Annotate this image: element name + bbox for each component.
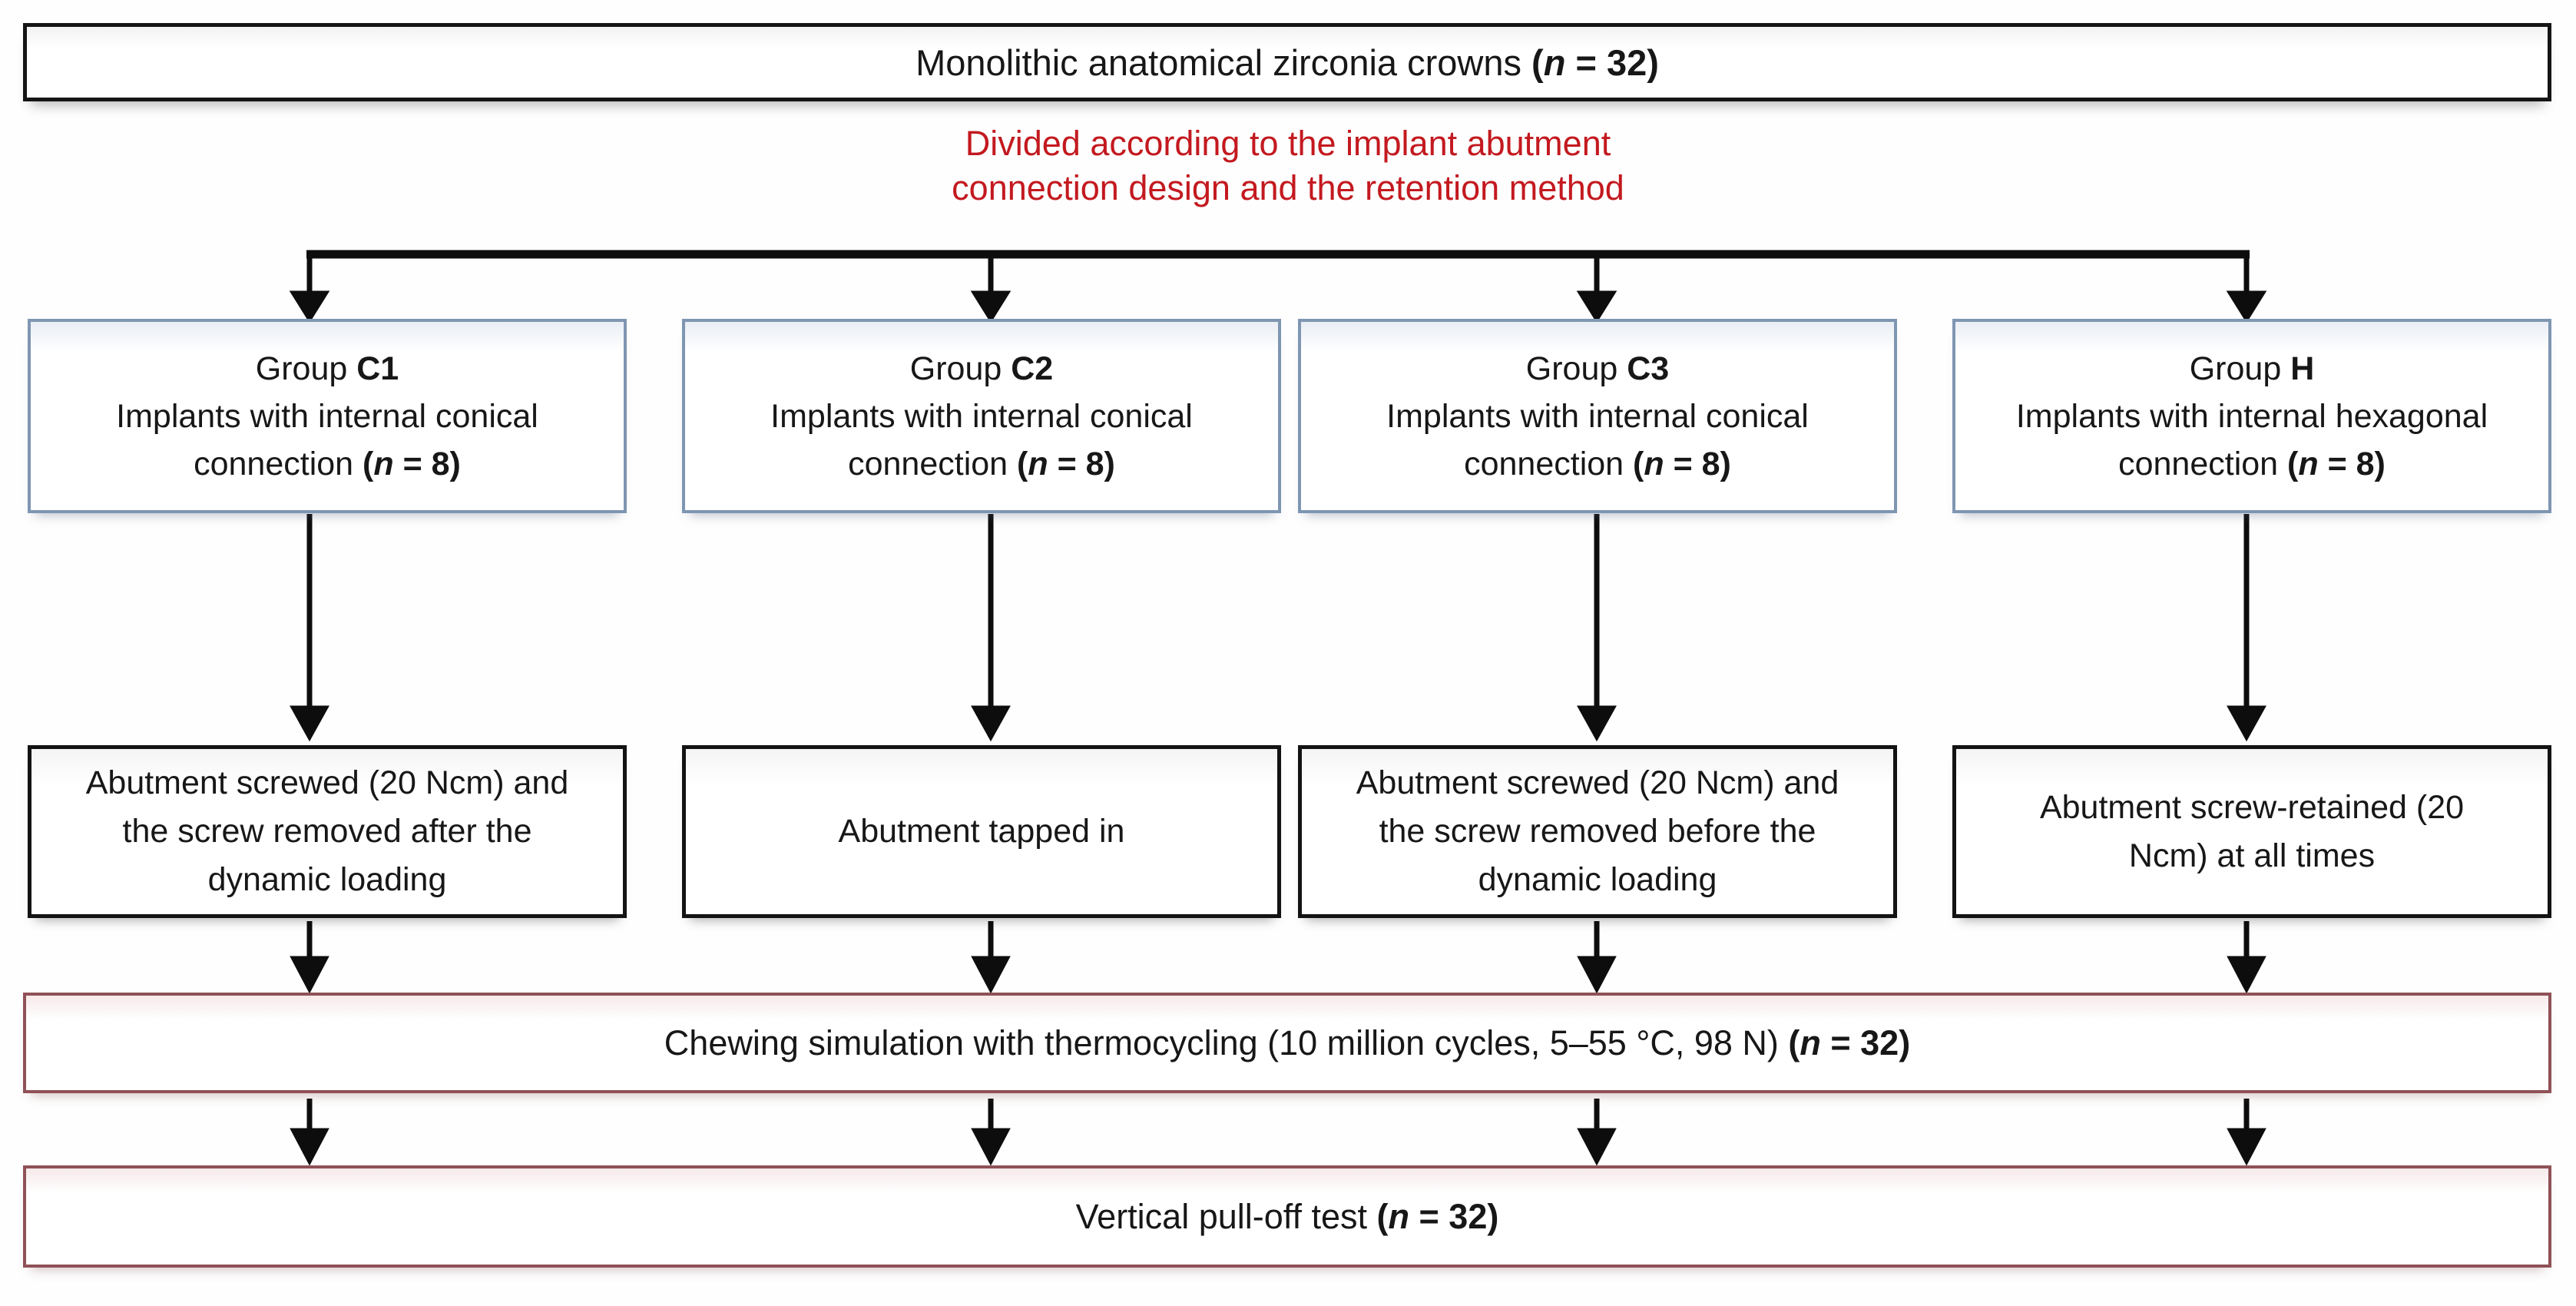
treatment-box-c3: Abutment screwed (20 Ncm) and the screw … bbox=[1298, 745, 1897, 918]
split-note: Divided according to the implant abutmen… bbox=[0, 121, 2576, 210]
group-desc-line2: connection (n = 8) bbox=[2118, 445, 2386, 482]
arrow-head bbox=[970, 290, 1012, 323]
group-sample-size: (n = 8) bbox=[1017, 445, 1115, 482]
note-line-1: Divided according to the implant abutmen… bbox=[965, 124, 1611, 163]
pulloff-text: Vertical pull-off test (n = 32) bbox=[1075, 1196, 1499, 1236]
arrow-head bbox=[2227, 956, 2266, 994]
top-drop-arrows bbox=[289, 254, 2267, 323]
arrow-head bbox=[290, 705, 329, 742]
treatment-line: Abutment screwed (20 Ncm) and bbox=[85, 764, 569, 801]
arrow-head bbox=[1577, 956, 1617, 994]
group-desc-line1: Implants with internal conical bbox=[1386, 397, 1809, 435]
group-title: Group H bbox=[2189, 350, 2315, 387]
group-desc-line2: connection (n = 8) bbox=[848, 445, 1115, 482]
treatment-line: dynamic loading bbox=[207, 861, 447, 898]
treatment-line: Abutment screwed (20 Ncm) and bbox=[1356, 764, 1839, 801]
treatment-box-c2: Abutment tapped in bbox=[682, 745, 1281, 918]
group-box-c1: Group C1 Implants with internal conical … bbox=[28, 319, 627, 513]
note-line-2: connection design and the retention meth… bbox=[952, 168, 1624, 207]
group-box-h: Group H Implants with internal hexagonal… bbox=[1952, 319, 2551, 513]
treatment-to-chewing-arrows bbox=[290, 921, 2266, 994]
group-sample-size: (n = 8) bbox=[2287, 445, 2386, 482]
arrow-head bbox=[971, 1128, 1011, 1166]
arrow-head bbox=[2227, 705, 2266, 742]
treatment-line: the screw removed after the bbox=[122, 813, 532, 850]
chewing-simulation-box: Chewing simulation with thermocycling (1… bbox=[23, 993, 2551, 1093]
treatment-box-c1: Abutment screwed (20 Ncm) and the screw … bbox=[28, 745, 627, 918]
group-to-treatment-arrows bbox=[290, 514, 2266, 742]
chewing-to-pulloff-arrows bbox=[290, 1099, 2266, 1166]
arrow-head bbox=[971, 956, 1011, 994]
arrow-head bbox=[290, 956, 329, 994]
group-code: C3 bbox=[1627, 350, 1670, 387]
group-title: Group C1 bbox=[255, 350, 399, 387]
group-title: Group C2 bbox=[909, 350, 1054, 387]
group-desc-line2: connection (n = 8) bbox=[194, 445, 461, 482]
treatment-line: Ncm) at all times bbox=[2128, 837, 2376, 874]
arrow-head bbox=[2226, 290, 2267, 323]
arrow-head bbox=[1577, 705, 1617, 742]
group-code: C2 bbox=[1011, 350, 1054, 387]
treatment-line: Abutment tapped in bbox=[838, 813, 1125, 850]
arrow-head bbox=[1576, 290, 1617, 323]
treatment-box-h: Abutment screw-retained (20 Ncm) at all … bbox=[1952, 745, 2551, 918]
arrow-head bbox=[1577, 1128, 1617, 1166]
group-title: Group C3 bbox=[1525, 350, 1670, 387]
group-code: C1 bbox=[356, 350, 399, 387]
group-code: H bbox=[2290, 350, 2315, 387]
treatment-line: the screw removed before the bbox=[1379, 813, 1816, 850]
chewing-text: Chewing simulation with thermocycling (1… bbox=[664, 1023, 1911, 1062]
group-box-c2: Group C2 Implants with internal conical … bbox=[682, 319, 1281, 513]
pulloff-sample-size: (n = 32) bbox=[1376, 1196, 1499, 1236]
arrow-head bbox=[289, 290, 330, 323]
treatment-line: Abutment screw-retained (20 bbox=[2039, 788, 2465, 826]
group-box-c3: Group C3 Implants with internal conical … bbox=[1298, 319, 1897, 513]
group-desc-line1: Implants with internal hexagonal bbox=[2015, 397, 2488, 435]
group-sample-size: (n = 8) bbox=[363, 445, 461, 482]
group-desc-line1: Implants with internal conical bbox=[770, 397, 1193, 435]
treatment-line: dynamic loading bbox=[1478, 861, 1717, 898]
title-sample-size: (n = 32) bbox=[1531, 41, 1659, 83]
group-sample-size: (n = 8) bbox=[1633, 445, 1731, 482]
arrow-head bbox=[2227, 1128, 2266, 1166]
title-text-main: Monolithic anatomical zirconia crowns bbox=[916, 41, 1532, 83]
title-box: Monolithic anatomical zirconia crowns (n… bbox=[23, 23, 2551, 101]
chewing-sample-size: (n = 32) bbox=[1788, 1023, 1911, 1062]
pulloff-test-box: Vertical pull-off test (n = 32) bbox=[23, 1165, 2551, 1268]
arrow-head bbox=[290, 1128, 329, 1166]
group-desc-line1: Implants with internal conical bbox=[116, 397, 538, 435]
title-text: Monolithic anatomical zirconia crowns (n… bbox=[916, 41, 1659, 84]
arrow-head bbox=[971, 705, 1011, 742]
group-desc-line2: connection (n = 8) bbox=[1464, 445, 1731, 482]
